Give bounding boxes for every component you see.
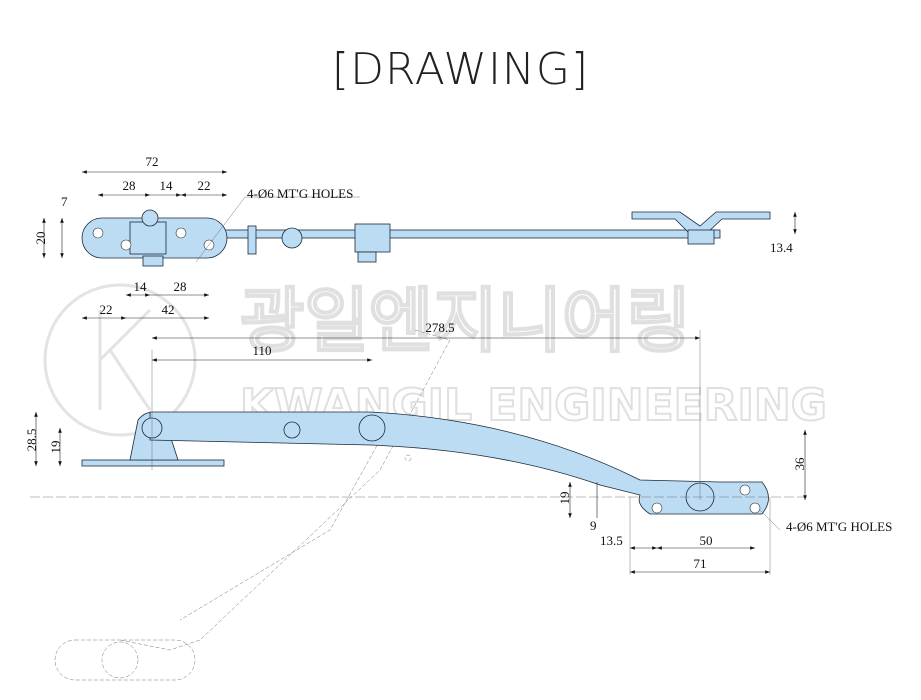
dim-13-4: 13.4 [770,240,793,255]
top-view: 72 28 14 22 7 20 14 28 22 42 4-Ø6 MT'G H… [33,154,797,320]
dim-7: 7 [61,194,68,209]
dim-50: 50 [700,533,713,548]
drawing-title: [DRAWING] [331,44,590,95]
dim-14-top: 14 [160,178,174,193]
dim-22-top: 22 [198,178,211,193]
dim-28-top: 28 [123,178,136,193]
side-view: 278.5 110 28.5 19 36 19 9 13.5 50 71 4-Ø… [24,320,892,681]
side-holes-note: 4-Ø6 MT'G HOLES [786,519,892,534]
dim-14-bottom: 14 [134,279,148,294]
ghost-arm-open [119,329,451,651]
dim-13-5: 13.5 [600,533,623,548]
dim-278-5: 278.5 [425,320,454,335]
dim-71: 71 [694,556,707,571]
watermark-korean: 광일엔지니어링 [240,280,691,362]
top-hinge [129,221,167,255]
dim-28-bottom: 28 [174,279,187,294]
dim-19-left: 19 [48,441,63,454]
top-rod [199,229,721,239]
dim-22-bottom: 22 [100,302,113,317]
side-arm [149,411,769,515]
dim-42: 42 [162,302,175,317]
dim-9: 9 [590,518,597,533]
dim-28-5: 28.5 [24,429,39,452]
top-nut [142,255,164,267]
dim-110: 110 [252,343,271,358]
mount-hole [92,227,104,239]
dim-20: 20 [33,232,48,245]
dim-72: 72 [146,154,159,169]
side-base-plate [81,459,225,467]
top-holes-note: 4-Ø6 MT'G HOLES [247,186,353,201]
dim-19-right: 19 [557,492,572,505]
watermark-logo-k [98,308,152,411]
dim-36: 36 [792,457,807,471]
top-end-bracket [631,211,771,235]
top-pivot [354,223,391,253]
